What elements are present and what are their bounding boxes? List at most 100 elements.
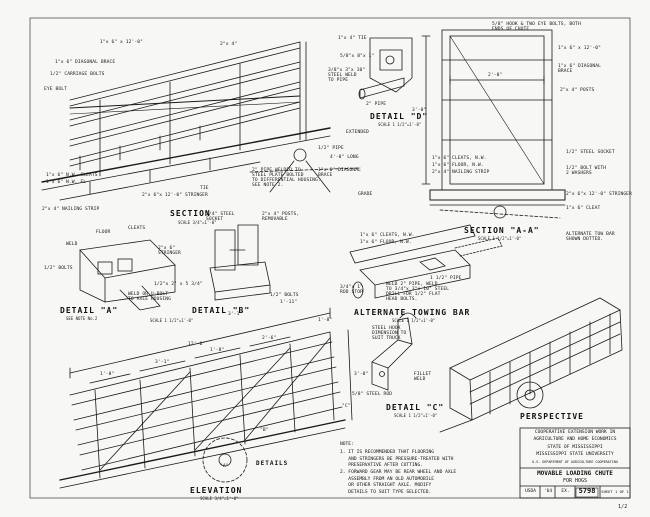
label-extended: EXTENDED <box>346 130 369 135</box>
label-floor: 1"x 6" N.W. FL <box>46 180 87 185</box>
scale-detail-d: SCALE 1 1/2"=1'-0" <box>378 122 422 127</box>
label-aa-bolt: 1/2" BOLT WITH 2 WASHERS <box>566 166 607 176</box>
note-detail-a: SEE NOTE No.2 <box>66 316 98 321</box>
scale-towing-bar: SCALE 1 1/2"=1'-0" <box>392 318 436 323</box>
label-t-cleats: 1"x 6" CLEATS, N.W. <box>360 233 415 238</box>
label-a-cleats: CLEATS <box>128 226 146 231</box>
tb-org1: COOPERATIVE EXTENSION WORK IN <box>534 430 616 435</box>
detail-b-view <box>209 224 271 301</box>
scale-detail-c: SCALE 1 1/2"=1'-0" <box>394 413 438 418</box>
label-t-floor: 1"x 6" FLOOR, N.W. <box>360 240 412 245</box>
tb-org2: AGRICULTURE AND HOME ECONOMICS <box>533 437 617 442</box>
label-b-socket: 1/4" STEEL SOCKET <box>206 212 235 222</box>
label-b-bolts: 1/2" BOLTS <box>270 293 299 298</box>
title-elevation: ELEVATION <box>190 486 243 495</box>
detail-d-view <box>358 37 413 100</box>
tb-ex: EX. <box>561 489 570 494</box>
tb-year: '64 <box>543 489 553 494</box>
section-aa-view <box>421 29 566 219</box>
tb-sheet: SHEET 1 OF 1 <box>601 489 629 494</box>
label-t-weld: WELD 2" PIPE, WELD TO 3/4"x 3"x 10" STEE… <box>386 282 450 302</box>
scale-section: SCALE 3/4"=1'-0" <box>178 220 217 225</box>
tb-univ: MISSISSIPPI STATE UNIVERSITY <box>536 452 614 457</box>
label-aa-cleats: 1"x 6" CLEATS, N.W. <box>432 156 487 161</box>
towing-bar-view <box>349 224 503 299</box>
note-1: 1. IT IS RECOMMENDED THAT FLOORING AND S… <box>340 450 454 468</box>
label-pipe-welded: 2" PIPE WELDED TO STEEL PLATE BOLTED TO … <box>252 168 321 188</box>
detail-a-view <box>79 239 176 311</box>
label-cleats: 1"x 6" N.W. CLEATS <box>46 173 98 178</box>
label-b-posts: 2"x 4" POSTS, REMOVABLE <box>262 212 300 222</box>
title-details: DETAILS <box>256 460 289 467</box>
title-detail-d: DETAIL "D" <box>370 112 429 121</box>
dim-d: 2'-6" <box>262 336 277 341</box>
label-a-plate: 1/2"x 2" x 5 3/4" <box>154 282 203 287</box>
label-diag-brace-top: 1"x 6" x 12'-0" <box>100 40 143 45</box>
callout-a: "A" <box>220 464 229 469</box>
note-2: 2. FORWARD GEAR MAY BE REAR WHEEL AND AX… <box>340 470 457 495</box>
label-aa-posts: 2"x 4" POSTS <box>560 88 595 93</box>
callout-b: "B" <box>260 428 269 433</box>
dim-b: 3'-1" <box>155 360 170 365</box>
label-carriage-bolts: 1/2" CARRIAGE BOLTS <box>50 72 105 77</box>
tb-state: STATE OF MISSISSIPPI <box>547 445 603 450</box>
label-aa-socket: 1/2" STEEL SOCKET <box>566 150 615 155</box>
notes-heading: NOTE: <box>340 442 354 447</box>
title-detail-c: DETAIL "C" <box>386 403 445 412</box>
label-t-pipe: 1 1/2" PIPE <box>430 276 462 281</box>
label-a-weld-ubolt: WELD OR U-BOLT TO AXLE HOUSING <box>128 292 171 302</box>
label-aa-nailing: 2"x 4" NAILING STRIP <box>432 170 490 175</box>
perspective-view <box>439 297 623 433</box>
label-c-hook: STEEL HOOK DIMENSION TO SUIT TRUCK <box>372 326 407 341</box>
label-d-plate: 5/8"x 8"x 1" <box>340 54 375 59</box>
label-a-stringer: 2"x 6" STRINGER <box>158 246 181 256</box>
title-section-aa: SECTION "A-A" <box>464 226 540 235</box>
section-view <box>41 41 361 201</box>
label-aa-floor: 1"x 6" FLOOR, N.W. <box>432 163 484 168</box>
label-tie: 1"x 4" TIE <box>338 36 367 41</box>
label-a-weld: WELD <box>66 242 78 247</box>
scale-details-ab: SCALE 1 1/2"=1'-0" <box>150 318 194 323</box>
label-d-pipe: 2" PIPE <box>366 102 387 107</box>
label-long: 4'-0" LONG <box>330 155 359 160</box>
tb-usda: USDA <box>525 489 536 494</box>
tb-usda-line: U.S. DEPARTMENT OF AGRICULTURE COOPERATI… <box>532 460 618 464</box>
label-stringer: 2"x 6"x 12'-0" STRINGER <box>142 193 208 198</box>
label-half-pipe: 1/2" PIPE <box>318 146 344 151</box>
label-aa-width: 2'-0" <box>488 73 503 78</box>
scale-section-aa: SCALE 1 1/2"=1'-0" <box>478 236 522 241</box>
label-aa-top-board: 1"x 6" x 12'-0" <box>558 46 601 51</box>
dim-f: 1'-11" <box>280 300 298 305</box>
label-nailing-strip: 2"x 4" NAILING STRIP <box>42 207 100 212</box>
dim-a: 1'-8" <box>100 372 115 377</box>
label-a-floor: FLOOR <box>96 230 111 235</box>
elevation-view <box>59 307 353 489</box>
dim-overall: 12'-0" <box>188 342 206 347</box>
tb-number: 5798 <box>578 487 596 495</box>
label-aa-height: 3'-0" <box>412 108 427 113</box>
label-aa-hook: 5/8" HOOK & TWO EYE BOLTS, BOTH ENDS OF … <box>492 22 581 32</box>
tb-title2: FOR HOGS <box>562 478 588 484</box>
label-c-steel: 5/8" STEEL ROD <box>352 392 393 397</box>
dim-g: 1'-8" <box>318 318 333 323</box>
dim-height: 3'-0" <box>354 372 369 377</box>
label-diag-brace2: 1"x 6" DIAGONAL BRACE <box>318 168 361 178</box>
label-aa-alt-tow: ALTERNATE TOW BAR SHOWN DOTTED. <box>566 232 615 242</box>
label-aa-stringer: 2"x 6"x 12'-0" STRINGER <box>566 192 632 197</box>
title-towing-bar: ALTERNATE TOWING BAR <box>354 308 471 317</box>
title-section: SECTION <box>170 209 211 218</box>
label-post: 2"x 4" <box>220 42 238 47</box>
label-a-bolts: 1/2" BOLTS <box>44 266 73 271</box>
label-grade: GRADE <box>358 192 373 197</box>
label-d-steel: 3/8"x 3"x 10" STEEL WELD TO PIPE <box>328 68 366 83</box>
title-perspective: PERSPECTIVE <box>520 412 584 421</box>
label-eye-bolt: EYE BOLT <box>44 87 67 92</box>
label-diag-brace: 1"x 6" DIAGONAL BRACE <box>55 60 116 65</box>
callout-c: "C" <box>342 404 351 409</box>
label-aa-cleat: 1"x 6" CLEAT <box>566 206 601 211</box>
label-t-rod: 3/4"x 1" ROD STOP <box>340 285 363 295</box>
label-aa-diag: 1"x 6" DIAGONAL BRACE <box>558 64 601 74</box>
label-tie2: TIE <box>200 186 209 191</box>
